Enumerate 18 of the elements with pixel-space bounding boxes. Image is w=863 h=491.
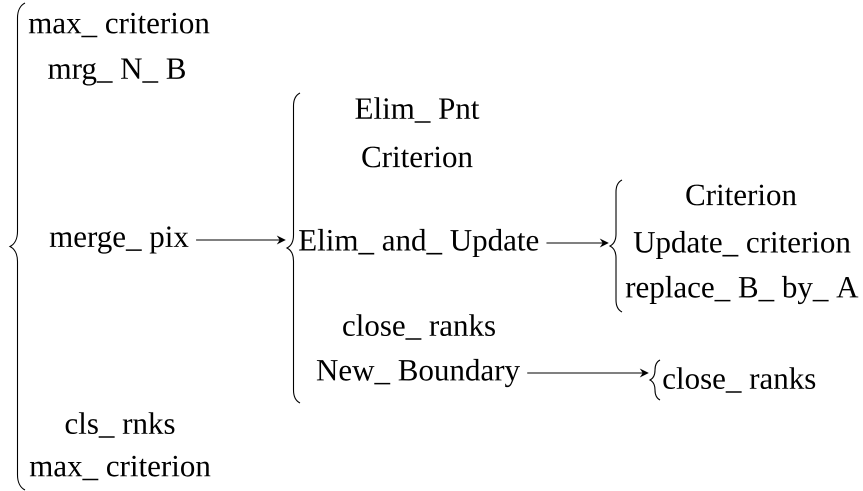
function-name: replace_ B_ by_ A (626, 276, 858, 304)
function-name: Elim_ Pnt (355, 97, 480, 123)
brace (286, 92, 300, 404)
brace (609, 180, 622, 312)
brace (9, 2, 26, 490)
function-name: Update_ criterion (634, 230, 850, 260)
function-name: close_ ranks (663, 367, 816, 393)
function-name: max_ criterion (28, 12, 210, 38)
function-name: cls_ rnks (66, 412, 174, 438)
brace (649, 360, 660, 400)
function-name: New_ Boundary (316, 358, 520, 388)
function-name: max_ criterion (30, 456, 210, 480)
function-name: Criterion (686, 184, 797, 206)
function-name: Criterion (362, 146, 473, 168)
function-name: merge_ pix (50, 226, 188, 254)
function-name: mrg_ N_ B (48, 58, 185, 86)
function-name: close_ ranks (343, 314, 495, 340)
function-name: Elim_ and_ Update (299, 228, 538, 258)
